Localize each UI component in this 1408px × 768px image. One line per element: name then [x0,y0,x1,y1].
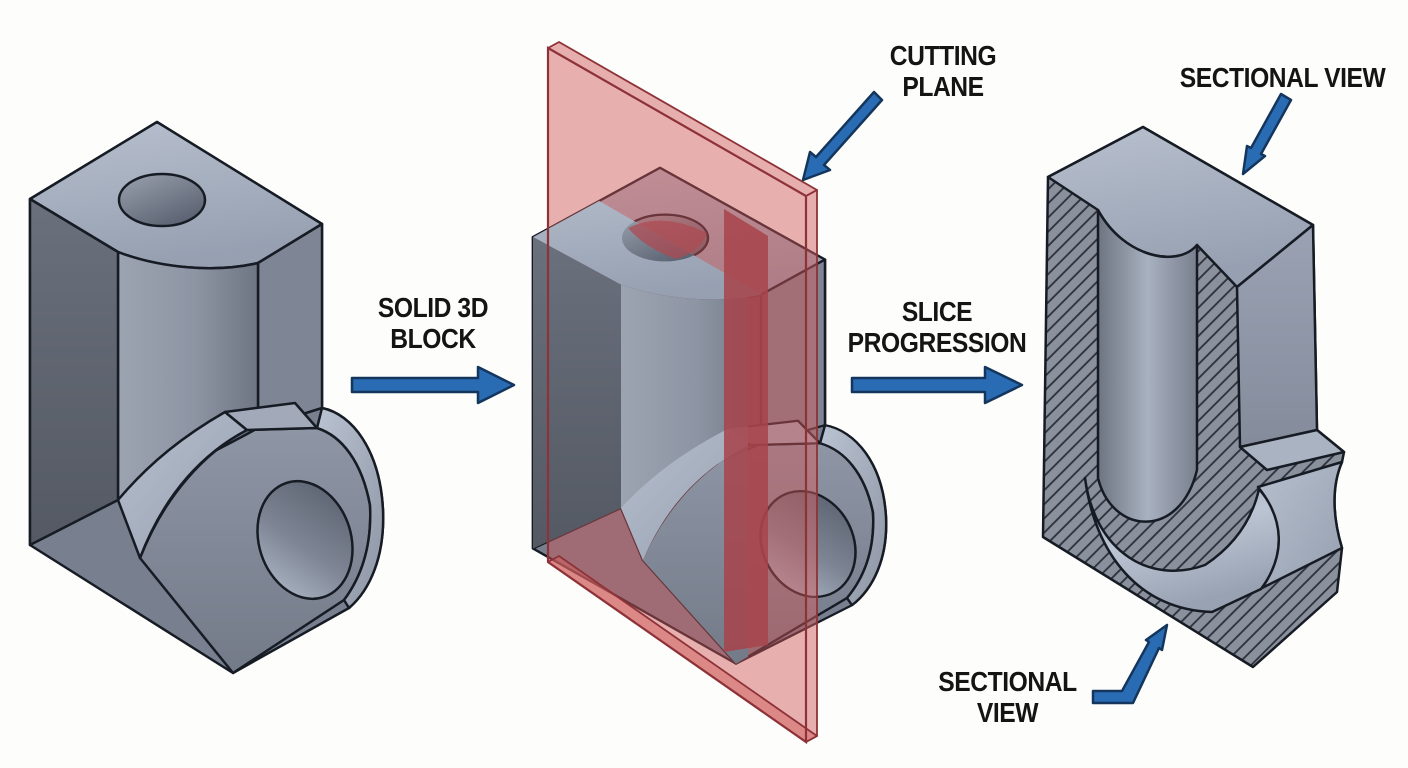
sectional-view-bottom-arrow [1091,623,1169,705]
hole-channel-surface [1096,208,1199,523]
plane-right-edge [805,189,818,743]
label-line: PLANE [902,71,984,102]
sectional-view-top-label: SECTIONAL VIEW [1175,62,1391,93]
label-line: BLOCK [390,323,476,354]
label-line: SOLID 3D [377,292,489,323]
label-line: VIEW [976,697,1039,728]
label-line: SLICE [901,296,973,327]
cutting-plane-figure [531,41,888,745]
slice-progression-label: SLICE PROGRESSION [839,296,1034,358]
cutting-plane-label: CUTTING PLANE [864,40,1022,102]
sectional-view-figure [1041,125,1346,669]
label-line: PROGRESSION [847,327,1027,358]
solid-block-arrow [350,365,516,405]
slice-progression-arrow [850,365,1024,405]
boss-round-surface [315,406,385,610]
label-line: CUTTING [889,40,997,71]
slice-cross-section [724,209,768,652]
label-line: SECTIONAL VIEW [1179,62,1386,93]
cutting-plane-arrow [801,90,884,182]
tower-left-face [28,197,120,547]
slice-in-hole [628,220,707,259]
base-top-face [223,401,319,432]
bore-saddle-surface [1256,460,1344,590]
sectional-view-top-arrow [1241,92,1293,176]
solid-block-figure [28,120,385,675]
label-line: SECTIONAL [938,666,1077,697]
solid-3d-block-label: SOLID 3D BLOCK [349,292,516,354]
plane-outline [546,46,808,745]
sectional-view-bottom-label: SECTIONAL VIEW [913,666,1102,728]
front-bore-hole [256,479,354,601]
step-top-face [1238,428,1346,472]
top-drilled-hole [117,172,207,228]
